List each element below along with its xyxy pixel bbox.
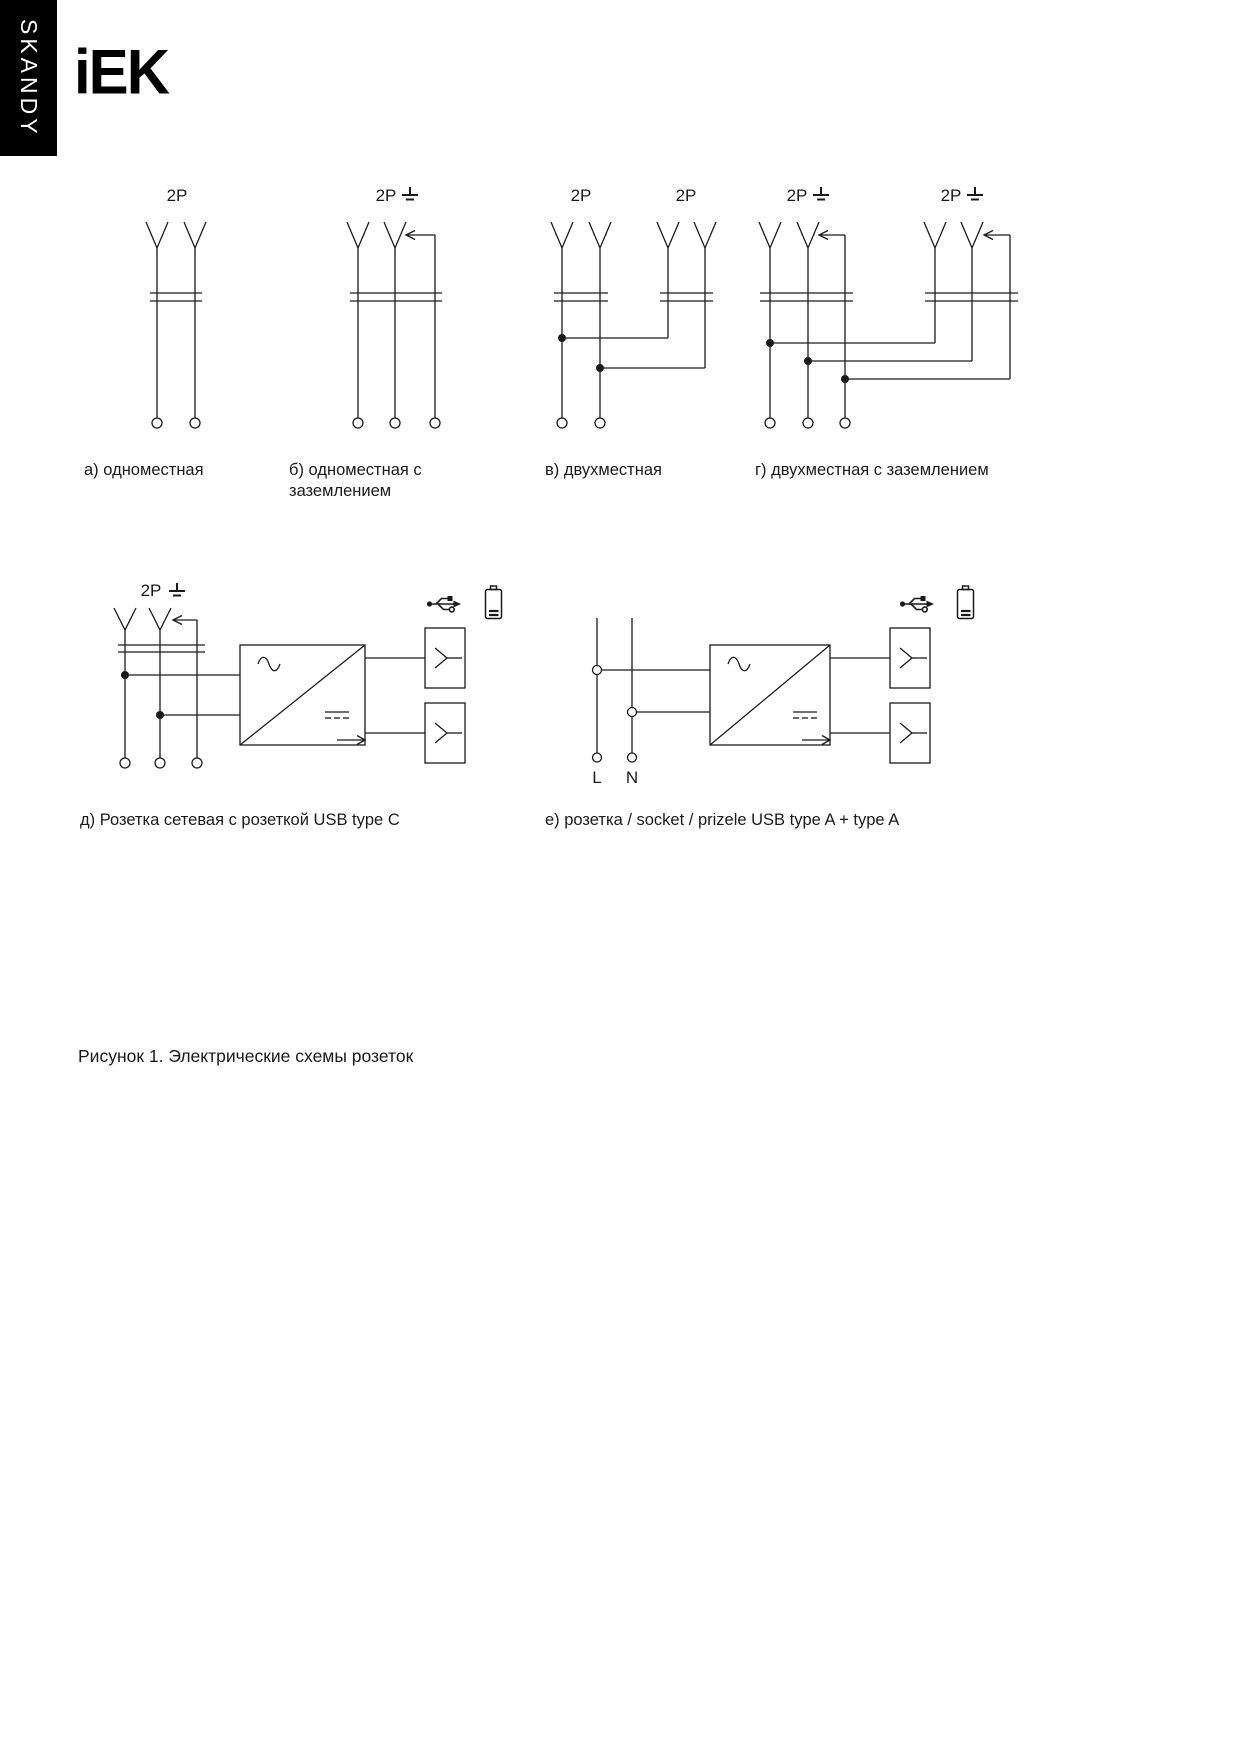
dc-icon [793, 711, 817, 719]
diagram-b-caption: б) одноместная с заземлением [289, 461, 422, 500]
double-socket-earthed-wiring [758, 221, 1018, 429]
ground-icon [402, 187, 418, 201]
diagram-single-socket: 2P [145, 186, 207, 429]
usb-output-sockets [830, 627, 931, 764]
diagram-double-socket-earthed: 2P 2P [758, 186, 1018, 429]
diagram-socket-usb-c: 2P [113, 581, 503, 769]
single-socket-wiring [145, 221, 207, 429]
diagram-g-caption: г) двухместная с заземлением [755, 461, 989, 479]
ground-icon [813, 187, 829, 201]
diagram-v-caption: в) двухместная [545, 461, 662, 479]
diagram-single-socket-earthed: 2P [346, 186, 442, 429]
pole-label-right: 2P [941, 186, 962, 205]
brand-tab-label: SKANDY [16, 18, 42, 138]
output-arrow-icon [337, 734, 367, 746]
pole-label-left: 2P [571, 186, 592, 205]
usb-output-sockets [365, 627, 466, 764]
line-label: L [592, 768, 601, 787]
diagram-d-caption: д) Розетка сетевая с розеткой USB type C [80, 811, 400, 829]
power-supply-box [239, 644, 367, 746]
ac-wave-icon [257, 656, 281, 672]
brand-tab: SKANDY [0, 0, 57, 156]
pole-label: 2P [376, 186, 397, 205]
diagram-e-caption: е) розетка / socket / prizele USB type A… [545, 811, 900, 829]
iek-logo: iEK [74, 37, 170, 108]
figure-caption: Рисунок 1. Электрические схемы розеток [78, 1046, 414, 1066]
usb-icon [899, 596, 934, 613]
neutral-label: N [626, 768, 638, 787]
output-arrow-icon [802, 734, 832, 746]
ac-wave-icon [727, 656, 751, 672]
ground-icon [169, 583, 185, 597]
single-socket-earthed-wiring [346, 221, 442, 429]
pole-label: 2P [167, 186, 188, 205]
pole-label-right: 2P [676, 186, 697, 205]
mains-input-wiring [591, 618, 710, 763]
battery-icon [484, 585, 503, 620]
usb-icon [426, 596, 461, 613]
double-socket-wiring [550, 221, 717, 429]
dc-icon [325, 711, 349, 719]
socket-usb-c-wiring [113, 607, 240, 769]
pole-label: 2P [141, 581, 162, 600]
pole-label-left: 2P [787, 186, 808, 205]
diagram-double-socket: 2P 2P [550, 186, 717, 429]
diagram-socket-usb-a: L N [591, 585, 975, 787]
diagram-a-caption: а) одноместная [84, 461, 204, 479]
power-supply-box [709, 644, 832, 746]
battery-icon [956, 585, 975, 620]
ground-icon [967, 187, 983, 201]
